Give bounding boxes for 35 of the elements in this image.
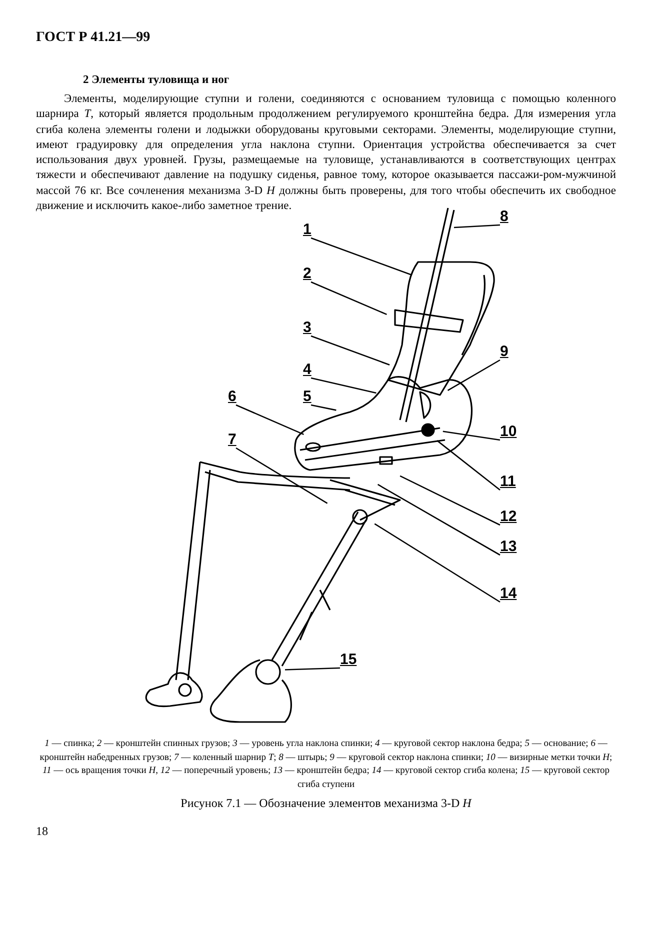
leader-line xyxy=(236,447,328,504)
callout-number: 15 xyxy=(340,651,357,668)
callout-number: 6 xyxy=(228,388,236,405)
callout-number: 1 xyxy=(303,221,312,238)
page-number: 18 xyxy=(36,824,48,839)
leader-line xyxy=(310,237,412,276)
callout-number: 7 xyxy=(228,431,236,448)
callout-number: 12 xyxy=(500,508,517,525)
document-header: ГОСТ Р 41.21—99 xyxy=(36,30,150,46)
leader-line xyxy=(236,404,304,436)
callout-number: 8 xyxy=(500,208,508,225)
leader-line xyxy=(374,523,500,603)
callout-number: 5 xyxy=(303,388,312,405)
leader-line xyxy=(447,359,500,392)
callout-number: 10 xyxy=(500,423,517,440)
figure-caption: Рисунок 7.1 — Обозначение элементов механизма 3-D H xyxy=(180,796,473,811)
callout-number: 11 xyxy=(500,473,516,490)
callout-number: 4 xyxy=(303,361,312,378)
callout-number: 9 xyxy=(500,343,508,360)
section-heading: 2 Элементы туловища и ног xyxy=(83,74,230,86)
leader-line xyxy=(310,335,390,366)
leader-line xyxy=(400,475,500,526)
leader-line xyxy=(436,440,500,491)
leader-line xyxy=(310,377,376,394)
leader-line xyxy=(454,224,500,228)
leader-line xyxy=(442,430,500,441)
leader-line xyxy=(310,404,336,411)
callout-number: 13 xyxy=(500,538,517,555)
leader-line xyxy=(284,667,340,670)
figure-legend-text: 1 — спинка; 2 — кронштейн спинных грузов; 3 — уровень угла наклона спинки; 4 — круговой сектор наклона бедра; 5 — основание; 6 — кронштейн набедренных грузов; 7 — коленный шарнир Т; 8 — штырь; 9 — круговой сектор наклона спинки; 10 — визирные метки точки Н; 11 — ось вращения точки Н, 12 — поперечный уровень; 13 — кронштейн бедра; 14 — круговой сектор сгиба колена; 15 — круговой сектор сгиба ступени xyxy=(38,738,614,792)
callout-number: 3 xyxy=(303,319,312,336)
callout-number: 14 xyxy=(500,585,517,602)
callout-number: 2 xyxy=(303,265,312,282)
leader-line xyxy=(310,281,387,316)
leader-line xyxy=(377,484,500,556)
